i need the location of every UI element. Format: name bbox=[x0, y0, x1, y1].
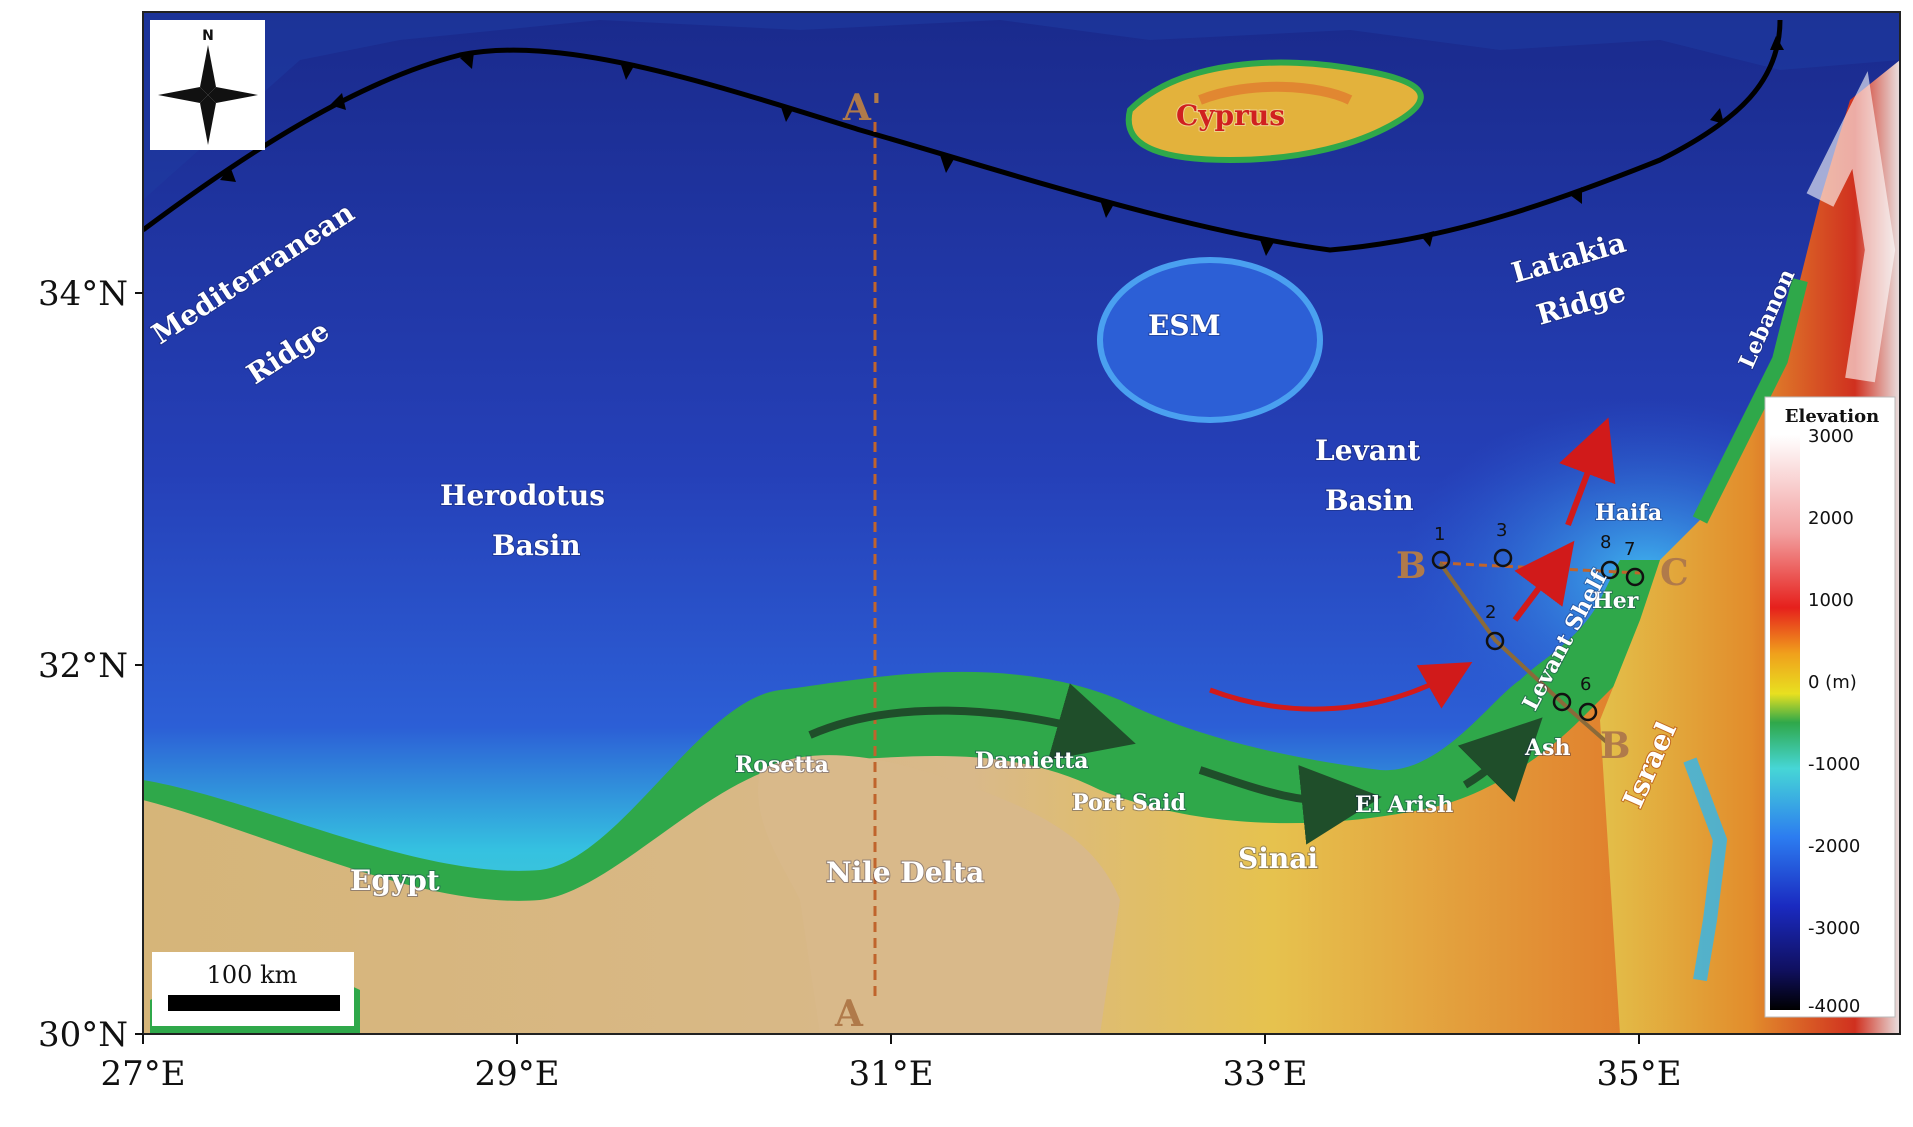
site-1-marker bbox=[1431, 550, 1451, 570]
shelf-arrow-west bbox=[808, 683, 1136, 761]
legend-tick-1000: 1000 bbox=[1808, 590, 1854, 611]
nile-delta-land bbox=[758, 755, 1120, 1034]
map-area: 1 2 3 6 7 8 A' A B B C Cyprus Mediterran… bbox=[143, 12, 1900, 1035]
elevation-legend: Elevation 3000 2000 1000 0 (m) -1000 -20… bbox=[1764, 396, 1896, 1018]
esm-seamount bbox=[1097, 257, 1323, 423]
current-arrow-north bbox=[1559, 417, 1616, 527]
x-tick-27e: 27°E bbox=[100, 1054, 185, 1094]
label-rosetta: Rosetta bbox=[735, 752, 829, 778]
lebanon-highlands bbox=[1806, 71, 1896, 383]
profile-line-b-c bbox=[1439, 561, 1641, 575]
profile-label-c: C bbox=[1660, 552, 1689, 594]
label-levant-basin: Basin bbox=[1325, 484, 1414, 517]
label-egypt: Egypt bbox=[350, 864, 440, 897]
label-herodotus-basin: Basin bbox=[492, 529, 581, 562]
y-axis: 34°N 32°N 30°N bbox=[38, 274, 143, 1055]
site-3-marker bbox=[1493, 548, 1513, 568]
legend-tick-m4000: -4000 bbox=[1808, 996, 1860, 1017]
label-ash: Ash bbox=[1524, 735, 1570, 761]
legend-tick-3000: 3000 bbox=[1808, 426, 1854, 447]
profile-label-b-south: B bbox=[1600, 725, 1630, 767]
legend-tick-m2000: -2000 bbox=[1808, 836, 1860, 857]
map-frame bbox=[142, 11, 1901, 1035]
site-label-1: 1 bbox=[1434, 524, 1445, 545]
cyprus-island bbox=[1125, 59, 1424, 164]
x-tick-29e: 29°E bbox=[474, 1054, 559, 1094]
scale-bar-label: 100 km bbox=[207, 961, 298, 989]
north-arrow-s-point bbox=[200, 95, 216, 145]
profile-label-b: B bbox=[1396, 545, 1426, 587]
x-axis: 27°E 29°E 31°E 33°E 35°E bbox=[100, 1034, 1682, 1094]
site-markers bbox=[1431, 548, 1645, 722]
label-port-said: Port Said bbox=[1072, 790, 1186, 816]
cyprus-relief bbox=[1198, 81, 1353, 105]
x-tick-35e: 35°E bbox=[1596, 1054, 1681, 1094]
legend-tick-m3000: -3000 bbox=[1808, 918, 1860, 939]
y-tick-30n: 30°N bbox=[38, 1015, 128, 1055]
site-7-marker bbox=[1625, 567, 1645, 587]
label-nile-delta: Nile Delta bbox=[826, 856, 984, 889]
label-damietta: Damietta bbox=[975, 748, 1089, 774]
x-tick-33e: 33°E bbox=[1222, 1054, 1307, 1094]
site-6-marker bbox=[1578, 702, 1598, 722]
dead-sea-rift bbox=[1683, 757, 1728, 982]
label-haifa: Haifa bbox=[1595, 500, 1662, 526]
north-arrow-label: N bbox=[202, 28, 214, 44]
y-tick-32n: 32°N bbox=[38, 646, 128, 686]
site-label-6: 6 bbox=[1580, 674, 1591, 695]
anatolia-land bbox=[143, 12, 1900, 200]
shelf-arrow-east bbox=[1457, 717, 1543, 803]
site-2-marker bbox=[1485, 631, 1505, 651]
legend-tick-2000: 2000 bbox=[1808, 508, 1854, 529]
profile-label-a-prime: A' bbox=[842, 87, 882, 129]
scale-bar-box bbox=[152, 952, 354, 1026]
scale-bar-bar bbox=[168, 995, 340, 1011]
label-levant: Levant bbox=[1315, 434, 1420, 467]
label-sinai: Sinai bbox=[1238, 842, 1318, 875]
label-esm: ESM bbox=[1148, 309, 1221, 342]
subduction-barbs bbox=[220, 36, 1784, 256]
site-label-2: 2 bbox=[1485, 602, 1496, 623]
legend-title: Elevation bbox=[1785, 406, 1879, 427]
levant-coastal-strip bbox=[1692, 278, 1808, 524]
legend-colorbar bbox=[1770, 435, 1800, 1010]
site-label-7: 7 bbox=[1624, 539, 1635, 560]
north-arrow-e-point bbox=[208, 87, 258, 103]
shelf-arrow-mid bbox=[1198, 764, 1382, 845]
profile-label-a: A bbox=[834, 993, 864, 1035]
label-her: Her bbox=[1592, 588, 1639, 614]
label-el-arish: El Arish bbox=[1355, 792, 1453, 818]
north-arrow-w-point bbox=[158, 87, 208, 103]
legend-tick-0: 0 (m) bbox=[1808, 672, 1857, 693]
site-label-8: 8 bbox=[1600, 532, 1611, 553]
current-arrow-south bbox=[1209, 662, 1473, 712]
legend-tick-m1000: -1000 bbox=[1808, 754, 1860, 775]
site-8-marker bbox=[1600, 560, 1620, 580]
profile-line-b-b bbox=[1438, 561, 1612, 747]
site-ash-marker bbox=[1552, 692, 1572, 712]
scale-bar: 100 km bbox=[152, 952, 354, 1026]
label-cyprus: Cyprus bbox=[1176, 99, 1285, 132]
site-label-3: 3 bbox=[1496, 520, 1507, 541]
subduction-front bbox=[143, 19, 1783, 253]
north-arrow: N bbox=[150, 20, 265, 150]
label-herodotus: Herodotus bbox=[440, 479, 605, 512]
north-arrow-n-point bbox=[200, 45, 216, 95]
y-tick-34n: 34°N bbox=[38, 274, 128, 314]
current-arrow-mid bbox=[1512, 540, 1575, 622]
x-tick-31e: 31°E bbox=[848, 1054, 933, 1094]
